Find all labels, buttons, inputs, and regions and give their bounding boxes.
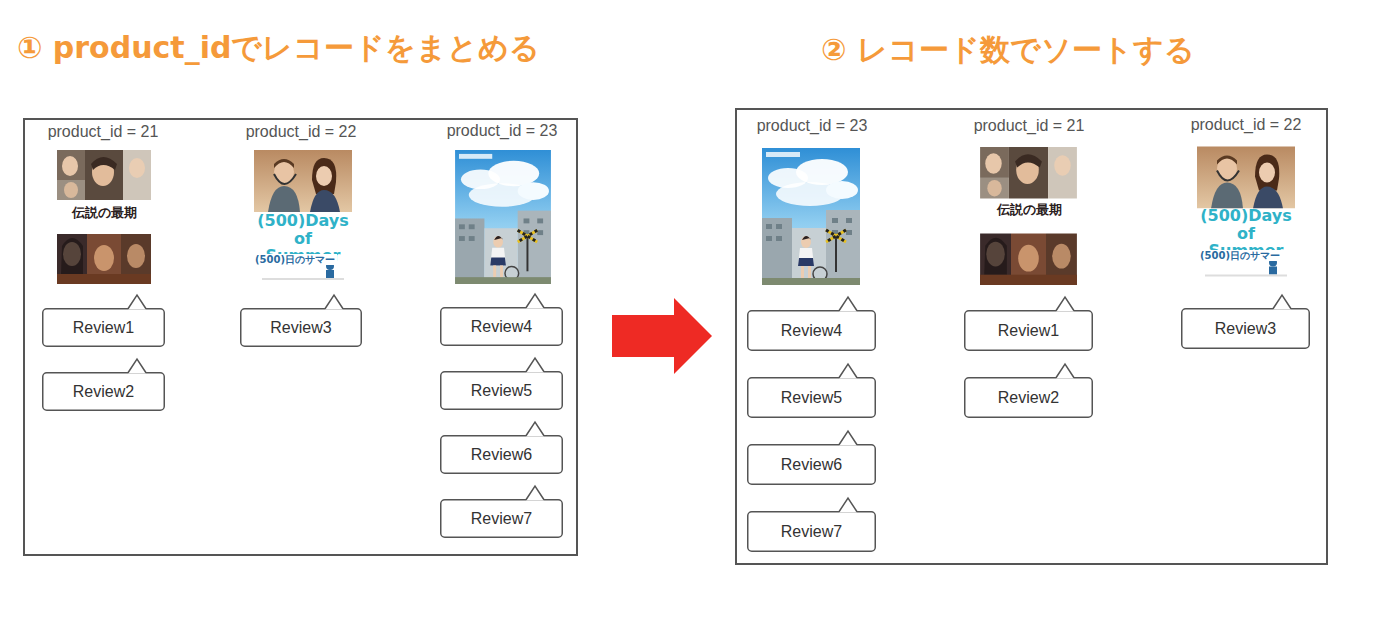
poster-title: 伝説の最期	[70, 206, 139, 220]
review-bubble: Review5	[747, 377, 876, 418]
review-bubble: Review2	[964, 377, 1093, 418]
id-label: product_id = 22	[1191, 116, 1302, 134]
review-label: Review4	[471, 318, 532, 336]
id-label: product_id = 22	[246, 123, 357, 141]
review-bubble: Review5	[440, 371, 563, 410]
review-label: Review3	[1215, 320, 1276, 338]
review-label: Review6	[781, 456, 842, 474]
review-label: Review2	[73, 383, 134, 401]
flow-arrow	[612, 298, 712, 374]
id-label: product_id = 23	[447, 122, 558, 140]
review-label: Review5	[471, 382, 532, 400]
review-label: Review5	[781, 389, 842, 407]
review-label: Review1	[73, 319, 134, 337]
record-panel: ② レコード数でソートするReview4Review5Review6Review…	[735, 108, 1328, 565]
review-bubble: Review6	[440, 435, 563, 474]
review-bubble: Review7	[747, 511, 876, 552]
review-label: Review1	[998, 322, 1059, 340]
review-label: Review7	[781, 523, 842, 541]
review-bubble: Review1	[42, 308, 165, 347]
review-bubble: Review7	[440, 499, 563, 538]
review-label: Review3	[270, 319, 331, 337]
step-heading: ① product_idでレコードをまとめる	[17, 28, 540, 69]
review-bubble: Review2	[42, 372, 165, 411]
id-label: product_id = 21	[48, 123, 159, 141]
review-bubble: Review3	[1181, 308, 1310, 349]
poster-title: (500)日のサマー	[1198, 250, 1282, 261]
review-bubble: Review4	[747, 310, 876, 351]
record-panel: ① product_idでレコードをまとめるReview1Review2Revi…	[23, 118, 578, 556]
poster-title: 伝説の最期	[995, 203, 1064, 217]
review-bubble: Review6	[747, 444, 876, 485]
step-heading: ② レコード数でソートする	[821, 30, 1195, 71]
review-label: Review4	[781, 322, 842, 340]
id-label: product_id = 23	[757, 117, 868, 135]
review-bubble: Review1	[964, 310, 1093, 351]
id-label: product_id = 21	[974, 117, 1085, 135]
review-label: Review2	[998, 389, 1059, 407]
review-bubble: Review4	[440, 307, 563, 346]
review-bubble: Review3	[240, 308, 362, 347]
review-label: Review7	[471, 510, 532, 528]
review-label: Review6	[471, 446, 532, 464]
poster-title: (500)日のサマー	[253, 254, 337, 265]
